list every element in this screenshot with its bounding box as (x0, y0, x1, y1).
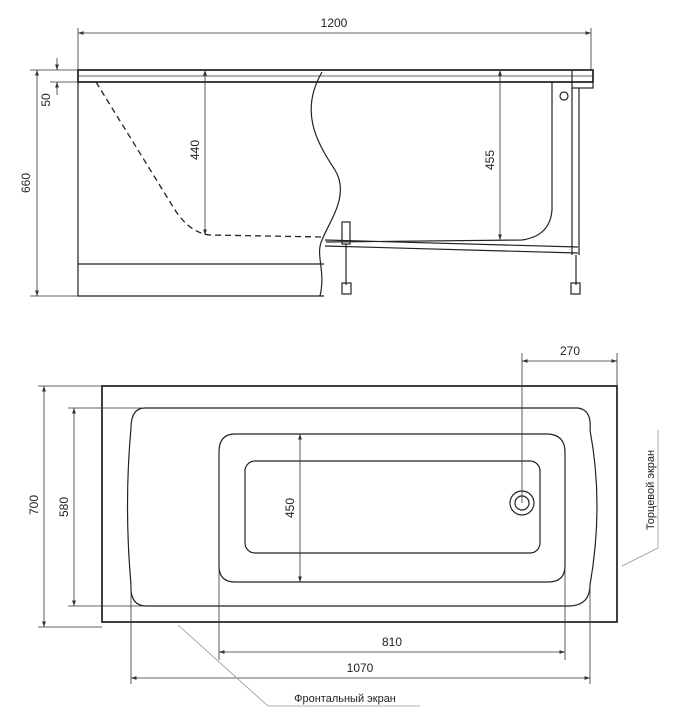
dashed-depth-dimension-label: 440 (188, 140, 202, 160)
frame-bar (324, 245, 579, 254)
front-panel-leader-line (177, 624, 420, 707)
depth-dimension-label: 455 (483, 150, 497, 170)
end-panel-leader-line (621, 430, 659, 567)
rim-dimension-label: 50 (39, 93, 53, 107)
hidden-bowl-contour (95, 81, 323, 238)
side-view: 1200 660 (19, 16, 594, 297)
top-view: 270 700 580 450 810 1070 Торцевой экран … (27, 344, 659, 707)
drain-offset-dimension-label: 270 (560, 344, 580, 358)
front-panel-label: Фронтальный экран (294, 693, 396, 705)
inner-length-dimension-label: 1070 (347, 661, 374, 675)
left-leg-foot (341, 282, 352, 295)
right-leg-foot (570, 282, 581, 295)
length-dimension-label: 1200 (321, 16, 348, 30)
bottom-length-dimension-label: 810 (382, 635, 402, 649)
end-panel-label: Торцевой экран (645, 450, 657, 530)
width-dimension-label: 700 (27, 495, 41, 515)
bathtub-outer-outline (101, 385, 618, 623)
bowl-rim-contour (126, 407, 598, 607)
bowl-flat-bottom (244, 460, 541, 554)
rim-end-block (571, 69, 594, 89)
inner-width-dimension-label: 580 (57, 497, 71, 517)
frame-bar (324, 239, 579, 248)
overflow-fitting (559, 91, 569, 101)
section-break-line (310, 71, 341, 297)
bowl-contour (325, 81, 553, 243)
bowl-bottom-contour (218, 433, 566, 583)
height-dimension-label: 660 (19, 173, 33, 193)
bottom-width-dimension-label: 450 (283, 498, 297, 518)
